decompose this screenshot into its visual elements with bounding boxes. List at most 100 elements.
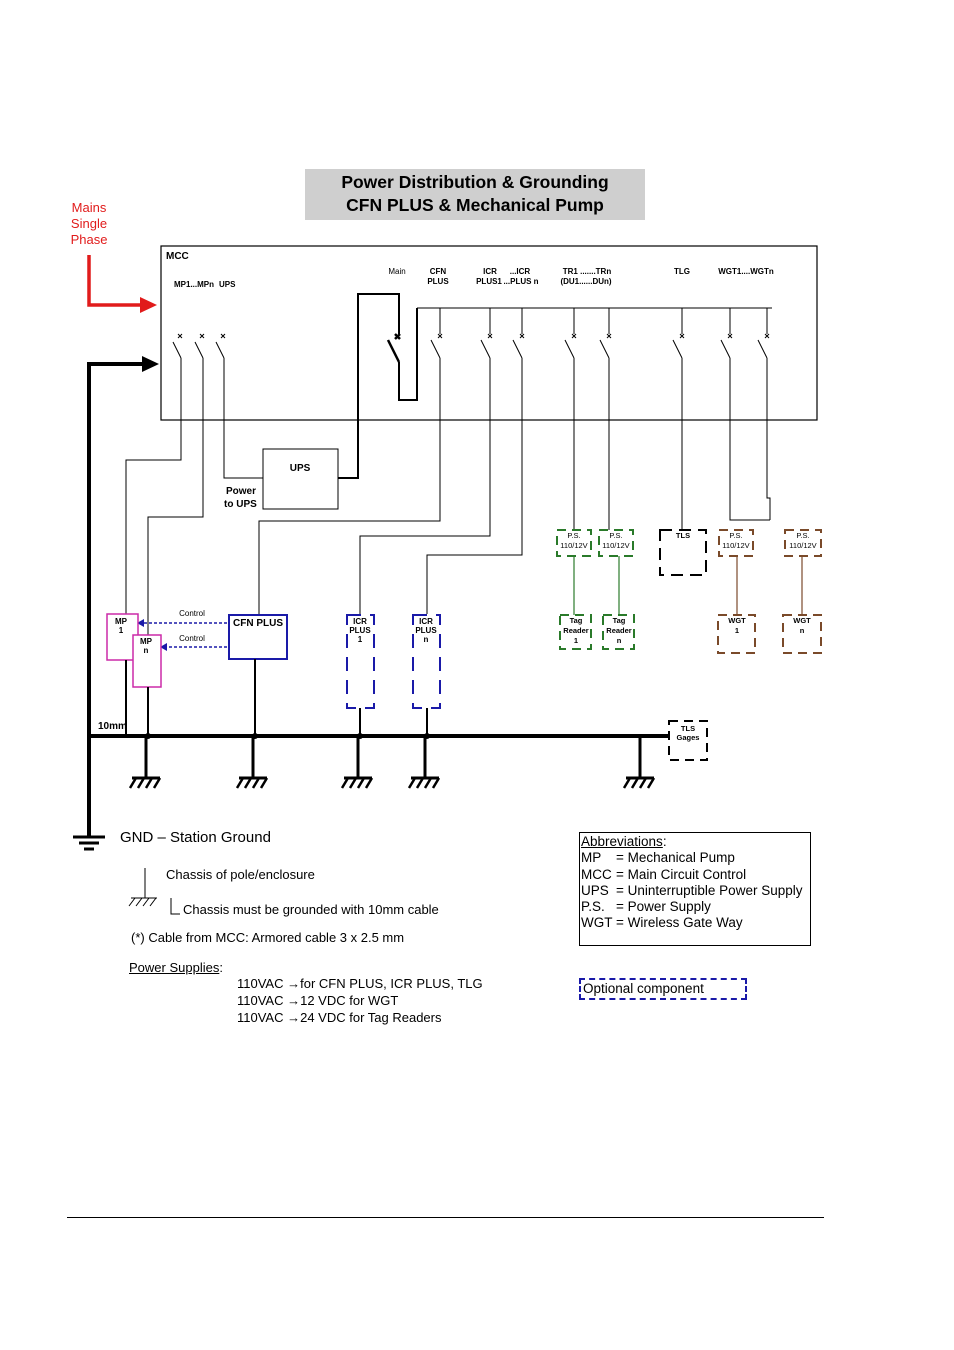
- wgt1-label-2: 1: [735, 626, 739, 635]
- abbreviation-row: UPS = Uninterruptible Power Supply: [581, 883, 810, 899]
- wgt-1-box: [717, 614, 756, 654]
- breaker-cfn: [430, 333, 443, 359]
- control-label-1: Control: [179, 609, 205, 618]
- power-supply-line-3: 110VAC →24 VDC for Tag Readers: [237, 1010, 442, 1025]
- abbreviations-box: Abbreviations: MP= Mechanical Pump MCC= …: [579, 832, 811, 946]
- mp1-label-1: MP: [115, 617, 128, 626]
- trn-label-1: Tag: [613, 616, 626, 625]
- mains-label-3: Phase: [71, 232, 108, 247]
- chassis-note-text: Chassis must be grounded with 10mm cable: [183, 902, 439, 917]
- ps3-label-1: P.S.: [729, 531, 742, 540]
- tls-box: [659, 529, 707, 576]
- tr1-label-2: Reader: [563, 626, 589, 635]
- bus-label: 10mm: [98, 721, 127, 732]
- ground-conductor: [87, 362, 144, 836]
- abbreviation-text: = Power Supply: [616, 899, 711, 915]
- breaker-mpn: [194, 333, 205, 359]
- power-supply-line-2: 110VAC →12 VDC for WGT: [237, 993, 399, 1008]
- icrn-label-1: ICR: [419, 617, 433, 626]
- tag-reader-n-box: [602, 614, 635, 650]
- chassis-legend-text: Chassis of pole/enclosure: [166, 867, 315, 882]
- title-line-2: CFN PLUS & Mechanical Pump: [346, 195, 604, 215]
- optional-component-label: Optional component: [583, 981, 704, 996]
- wgt1-label-1: WGT: [728, 616, 746, 625]
- abbreviation-key: MCC: [581, 866, 612, 882]
- mcc-label-icr1-1: ICR: [483, 267, 497, 276]
- mains-label-1: Mains: [72, 200, 107, 215]
- abbreviation-text: = Uninterruptible Power Supply: [616, 882, 803, 898]
- breaker-icrn: [512, 333, 525, 359]
- mcc-label: MCC: [166, 251, 189, 262]
- abbreviation-text: = Wireless Gate Way: [616, 915, 743, 931]
- mains-arrow: [87, 255, 144, 307]
- wgtn-label-2: n: [800, 626, 805, 635]
- ps-4-box: [784, 529, 822, 557]
- wgtn-label-1: WGT: [793, 616, 811, 625]
- main-breaker-loop: [398, 308, 418, 401]
- abbreviations-title-colon: :: [662, 834, 667, 849]
- gnd-legend-text: GND – Station Ground: [120, 829, 271, 846]
- bus-drops: [439, 308, 768, 334]
- cfn-plus-label: CFN PLUS: [233, 618, 283, 629]
- tr1-label-1: Tag: [570, 616, 583, 625]
- chassis-ground-icon: [340, 736, 374, 789]
- trn-label-3: n: [617, 636, 622, 645]
- breaker-trn: [599, 333, 612, 359]
- footer-rule: [67, 1217, 824, 1218]
- breaker-wgtn: [757, 333, 770, 359]
- mp1-label-2: 1: [119, 626, 124, 635]
- mcc-label-ups: UPS: [219, 280, 236, 289]
- mcc-panel: MCC MP1...MPn UPS Main CFN PLUS ICR PLUS…: [160, 245, 818, 421]
- mcc-box: [160, 245, 818, 421]
- mpn-label-1: MP: [140, 637, 153, 646]
- abbreviation-text: = Main Circuit Control: [616, 866, 747, 882]
- breaker-tlg: [672, 333, 685, 359]
- tr1-label-3: 1: [574, 636, 578, 645]
- ps1-label-2: 110/12V: [560, 541, 587, 550]
- tag-reader-1-box: [559, 614, 592, 650]
- breaker-mp1: [172, 333, 183, 359]
- diagram-title: Power Distribution & Grounding CFN PLUS …: [305, 169, 645, 220]
- breaker-icr1: [480, 333, 493, 359]
- tls-gages-label-1: TLS: [681, 724, 695, 733]
- power-supply-line-1: 110VAC →for CFN PLUS, ICR PLUS, TLG: [237, 976, 483, 991]
- feeder-lines: [125, 293, 771, 635]
- ps-2-box: [598, 529, 634, 557]
- mcc-label-tlg: TLG: [674, 267, 690, 276]
- control-arrow-1: [137, 619, 144, 627]
- ps3-label-2: 110/12V: [722, 541, 749, 550]
- ps-3-box: [718, 529, 754, 557]
- chassis-ground-icon: [407, 736, 441, 789]
- tls-label: TLS: [676, 531, 690, 540]
- breaker-main: [386, 333, 401, 363]
- mcc-label-icrn-2: ...PLUS n: [503, 277, 538, 286]
- icrn-label-2: PLUS: [415, 626, 437, 635]
- abbreviation-key: P.S.: [581, 899, 605, 915]
- wgt-n-box: [782, 614, 822, 654]
- cfn-plus-box: [228, 614, 288, 660]
- abbreviation-row: P.S. = Power Supply: [581, 899, 810, 915]
- tls-gages-label-2: Gages: [677, 733, 700, 742]
- icrn-label-3: n: [424, 635, 429, 644]
- mpn-label-2: n: [144, 646, 149, 655]
- power-to-ups-2: to UPS: [224, 499, 257, 510]
- power-supplies-title: Power Supplies:: [129, 960, 223, 975]
- mcc-label-cfn-2: PLUS: [427, 277, 449, 286]
- optional-component-legend: Optional component: [579, 978, 747, 1000]
- breaker-ups: [215, 333, 226, 359]
- abbreviation-row: WGT= Wireless Gate Way: [581, 915, 810, 931]
- abbreviation-row: MCC= Main Circuit Control: [581, 867, 810, 883]
- control-label-2: Control: [179, 634, 205, 643]
- abbreviation-text: = Mechanical Pump: [616, 850, 735, 866]
- control-arrow-2: [160, 643, 167, 651]
- ups-label: UPS: [290, 463, 311, 474]
- ps2-label-2: 110/12V: [602, 541, 629, 550]
- mcc-label-icrn-1: ...ICR: [510, 267, 531, 276]
- abbreviation-key: UPS: [581, 882, 609, 898]
- ps4-label-2: 110/12V: [789, 541, 816, 550]
- trn-label-2: Reader: [606, 626, 632, 635]
- icr1-label-3: 1: [358, 635, 363, 644]
- icr1-label-2: PLUS: [349, 626, 371, 635]
- mcc-label-main: Main: [388, 267, 405, 276]
